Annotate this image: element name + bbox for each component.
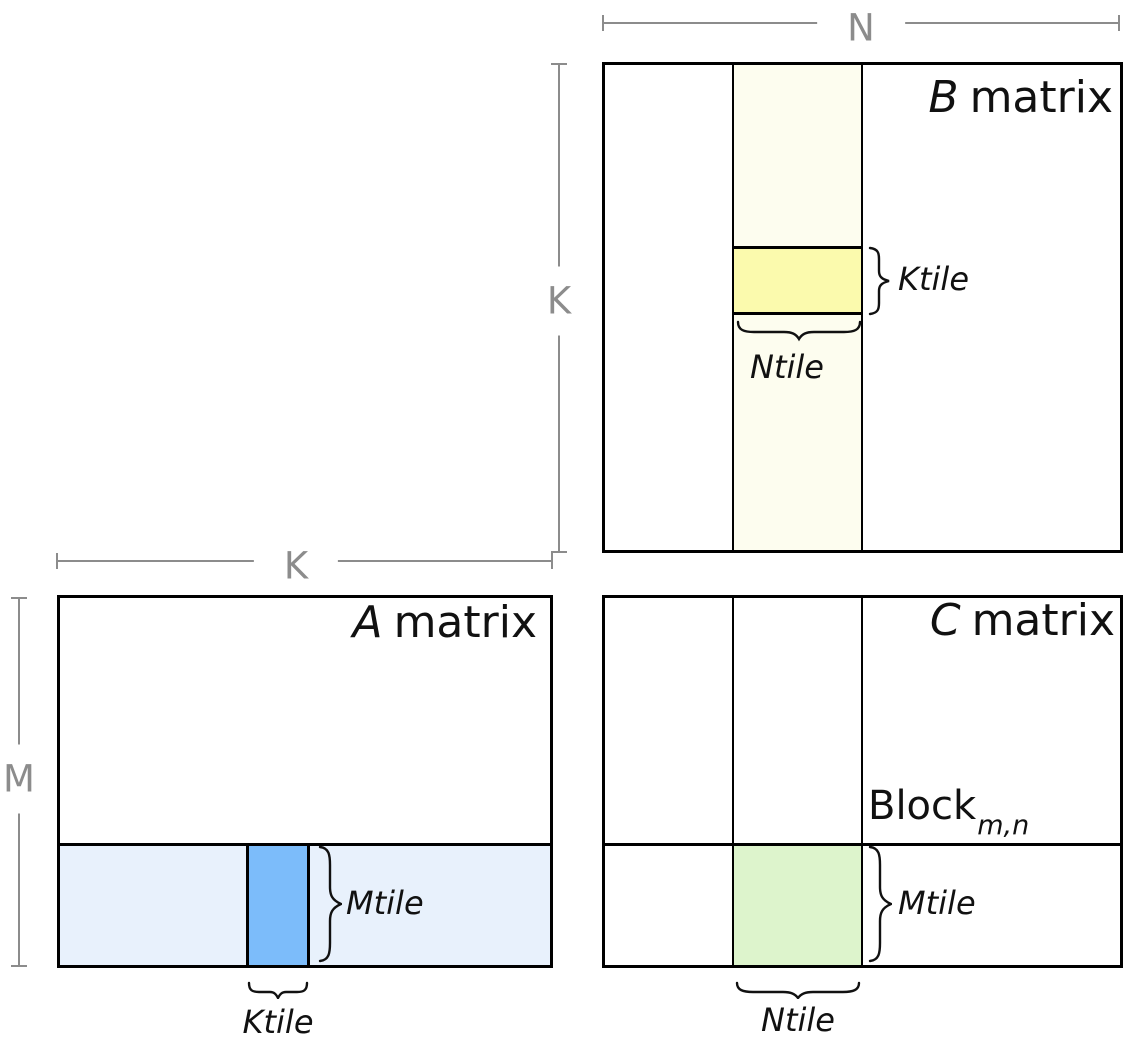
under-brace-b-ntile-icon [736, 320, 862, 342]
c-ntile-label: Ntile [761, 1001, 835, 1039]
under-brace-a-ktile-icon [247, 981, 309, 999]
c-matrix-letter: C [929, 595, 961, 646]
c-mtile-label: Mtile [898, 884, 976, 922]
a-ktile-label: Ktile [242, 1003, 314, 1041]
a-mtile-label: Mtile [346, 884, 424, 922]
c-column-line-right [861, 595, 863, 968]
under-brace-c-ntile-icon [735, 981, 861, 999]
a-matrix-word: matrix [393, 597, 537, 648]
a-matrix-box [57, 595, 553, 968]
b-matrix-box [602, 62, 1123, 553]
b-ktile-label: Ktile [898, 260, 969, 298]
n-dimension-label: N [817, 9, 905, 47]
curly-brace-c-mtile-icon [866, 845, 892, 963]
k-dimension-label-horizontal: K [253, 547, 339, 585]
curly-brace-a-mtile-icon [316, 845, 342, 963]
c-block-label-subscript: m,n [977, 810, 1030, 841]
b-ntile-label: Ntile [750, 348, 824, 386]
c-block-label-text: Block [868, 783, 977, 829]
c-column-line-left [732, 595, 734, 968]
m-dimension-label: M [0, 744, 39, 814]
b-ktile-tile [732, 246, 863, 315]
curly-brace-b-ktile-icon [866, 246, 890, 316]
b-matrix-word: matrix [969, 72, 1113, 123]
c-block-label: Blockm,n [868, 783, 1029, 839]
k-dimension-label-vertical: K [542, 266, 576, 336]
b-matrix-letter: B [928, 72, 959, 123]
c-matrix-word: matrix [971, 595, 1115, 646]
c-matrix-box [602, 595, 1123, 968]
a-tile [246, 843, 310, 968]
c-row-divider-line [602, 843, 1123, 846]
a-matrix-letter: A [352, 597, 383, 648]
c-block-tile [734, 845, 862, 966]
